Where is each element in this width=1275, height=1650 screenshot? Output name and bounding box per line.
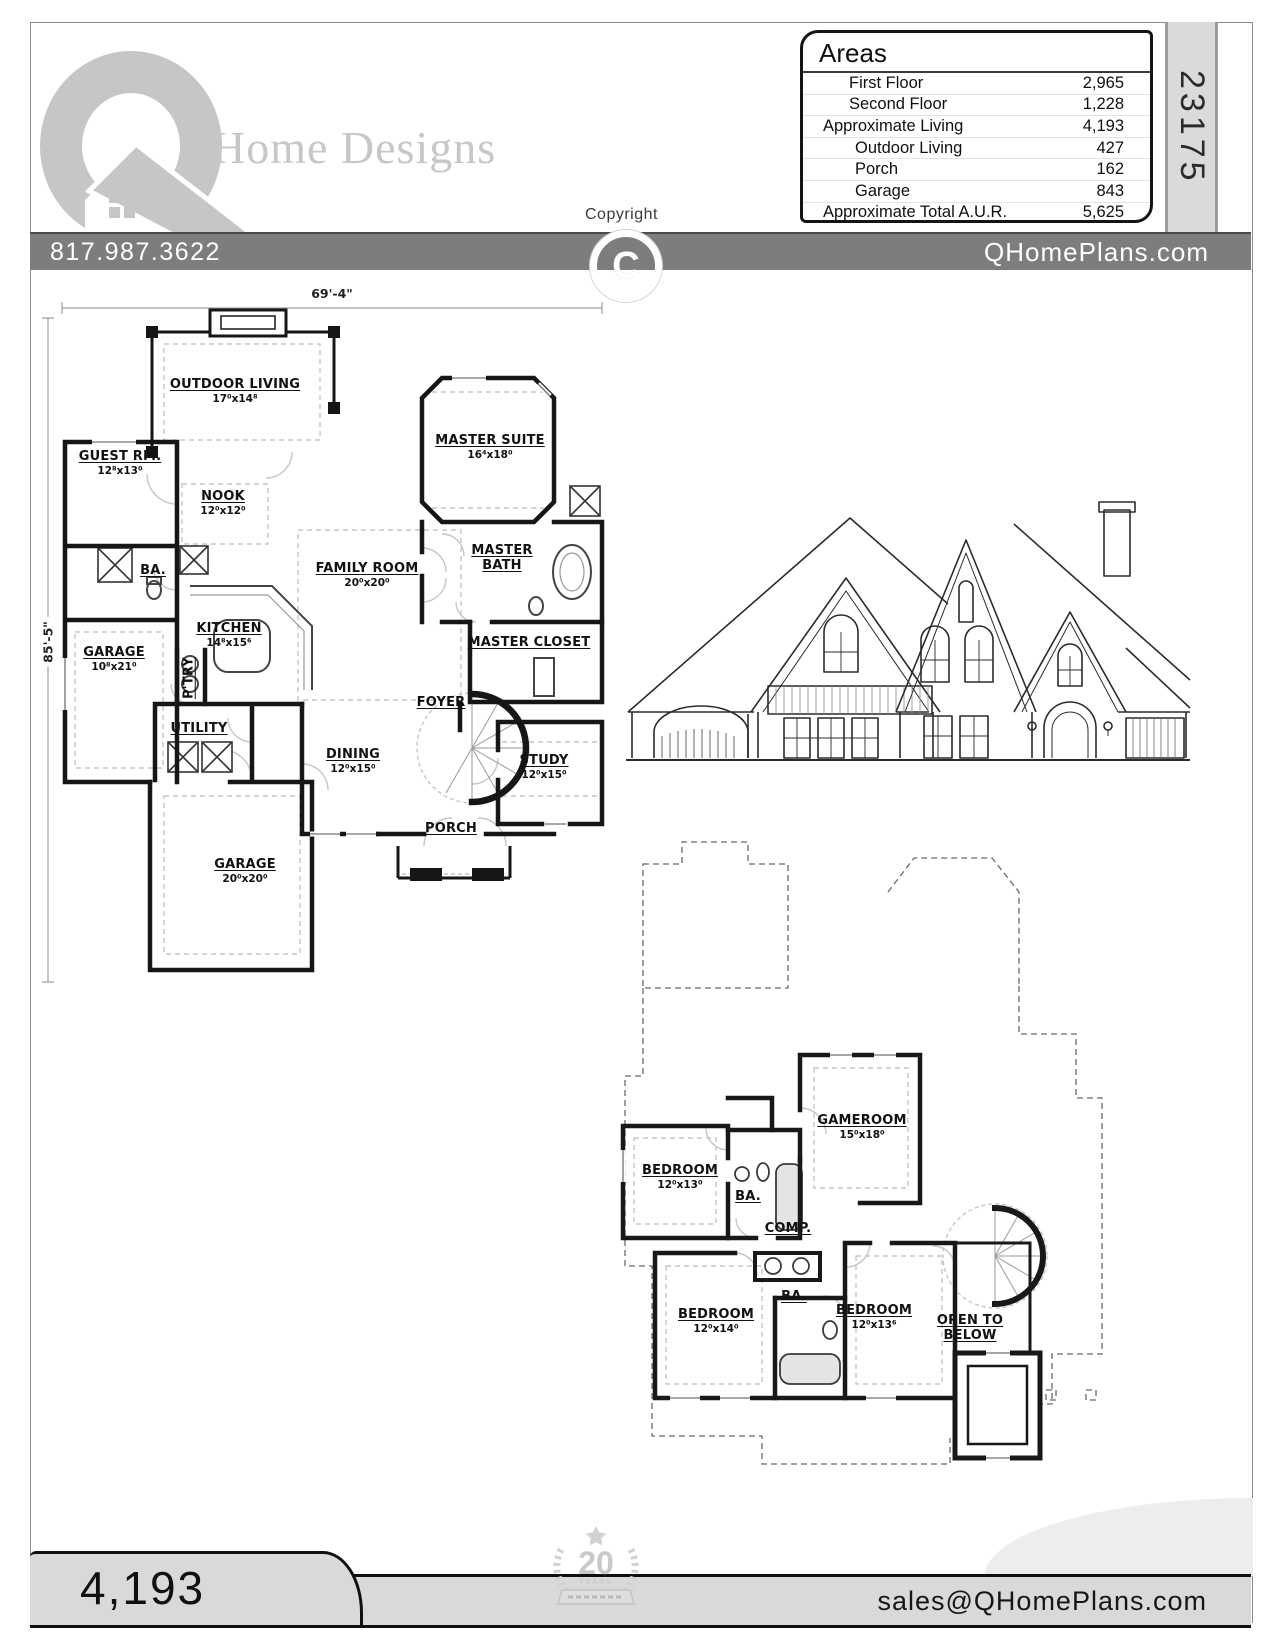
second-floor-plan-drawing	[620, 841, 1103, 1465]
height-dimension: 85'-5"	[40, 617, 56, 667]
plan-number-box: 23175	[1165, 22, 1218, 232]
page-border	[30, 22, 1253, 1623]
living-area-tab: 4,193	[30, 1551, 363, 1625]
phone-number: 817.987.3622	[50, 237, 221, 266]
room-label: BA.	[140, 563, 166, 578]
areas-title: Areas	[803, 33, 1150, 73]
room-label: UTILITY	[170, 721, 228, 736]
kitchen-fixtures	[146, 544, 592, 697]
website-link: QHomePlans.com	[984, 236, 1209, 267]
room-label: OPEN TO BELOW	[936, 1313, 1004, 1343]
width-dimension: 69'-4"	[307, 286, 357, 301]
svg-text:YEARS: YEARS	[579, 1579, 613, 1586]
room-label: MASTER BATH	[471, 543, 533, 573]
sales-email-link: sales@QHomePlans.com	[877, 1586, 1207, 1616]
copyright-label: Copyright	[585, 206, 658, 223]
anniversary-badge-icon: 20 YEARS	[553, 1526, 639, 1605]
room-label: BA.	[781, 1289, 807, 1304]
room-label: PORCH	[424, 821, 478, 836]
first-floor-plan-drawing	[42, 302, 605, 983]
logo-wordmark: Home Designs	[212, 122, 497, 173]
copyright-icon: C	[590, 230, 662, 302]
front-elevation	[618, 460, 1198, 775]
svg-text:20: 20	[578, 1545, 614, 1581]
room-label: P'TRY	[181, 656, 197, 700]
anniversary-badge: 20 YEARS	[546, 1522, 646, 1618]
room-label: COMP.	[764, 1221, 812, 1236]
front-elevation-drawing	[626, 501, 1191, 761]
room-label: MASTER CLOSET	[467, 635, 591, 650]
table-row: Approximate Total A.U.R.5,625	[823, 203, 1124, 222]
copyright-symbol: C	[612, 244, 640, 287]
total-living-area: 4,193	[80, 1562, 206, 1614]
room-label: BA.	[735, 1189, 761, 1204]
room-label: FOYER	[416, 695, 466, 710]
room-label: GUEST RM.12⁸x13⁰	[78, 449, 162, 477]
plan-number: 23175	[1173, 69, 1211, 185]
star-icon	[585, 1526, 607, 1546]
